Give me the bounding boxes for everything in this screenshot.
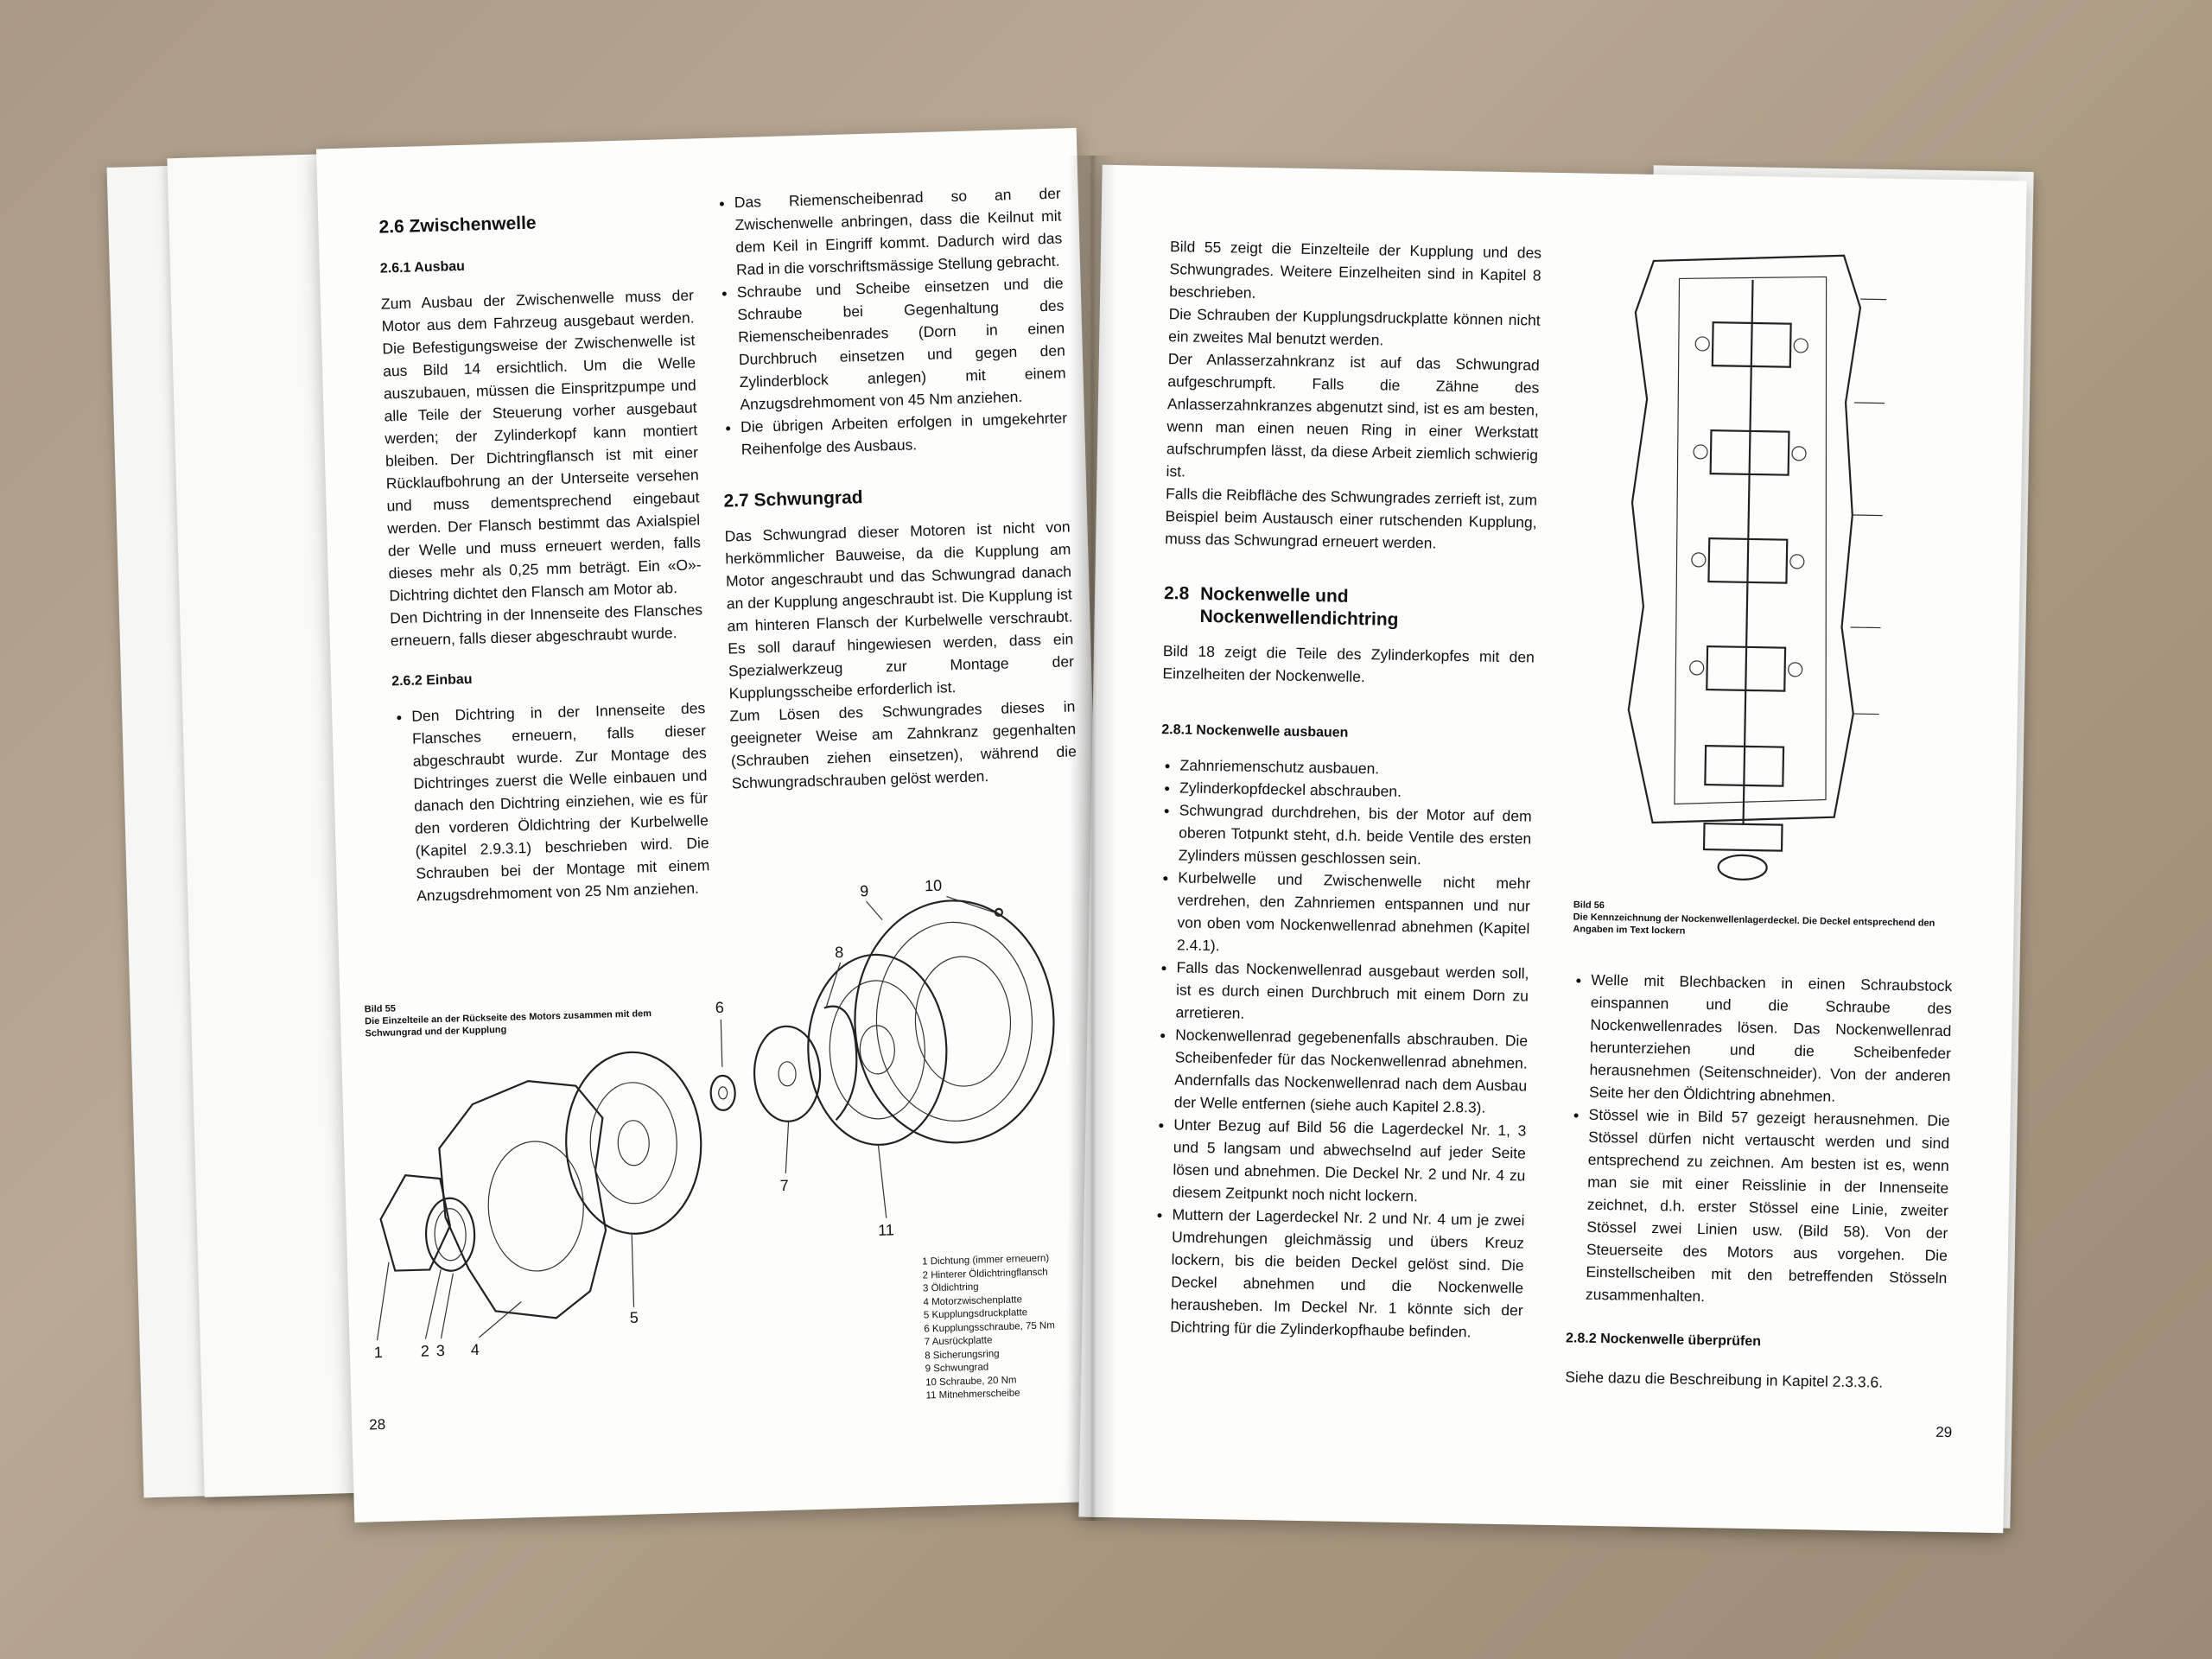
book-spine-shadow bbox=[1068, 156, 1116, 1521]
page-number: 29 bbox=[1936, 1423, 1953, 1441]
heading-2-8-1: 2.8.1 Nockenwelle ausbauen bbox=[1161, 722, 1349, 741]
page-number: 28 bbox=[368, 1415, 386, 1433]
paragraph: Die Schrauben der Kupplungsdruckplatte k… bbox=[1168, 305, 1541, 349]
list-item: Falls das Nockenwellenrad ausgebaut werd… bbox=[1175, 956, 1529, 1029]
callout-7: 7 bbox=[779, 1177, 789, 1194]
bullet-list: Zahnriemenschutz ausbauen. Zylinderkopfd… bbox=[1151, 753, 1533, 1344]
list-item: Welle mit Blechbacken in einen Schraubst… bbox=[1589, 969, 1953, 1109]
left-page: 2.6 Zwischenwelle 2.6.1 Ausbau Zum Ausba… bbox=[315, 128, 1116, 1522]
paragraph: Bild 18 zeigt die Teile des Zylinderkopf… bbox=[1162, 642, 1535, 686]
clutch-exploded-drawing: 1 2 3 4 5 6 7 8 9 10 11 bbox=[374, 877, 1055, 1361]
list-item: Schwungrad durchdrehen, bis der Motor au… bbox=[1179, 798, 1532, 872]
flywheel-drawing bbox=[854, 899, 1055, 1144]
heading-2-8-2: 2.8.2 Nockenwelle überprüfen bbox=[1565, 1331, 1762, 1350]
heading-line-1: Nockenwelle und bbox=[1199, 583, 1349, 607]
list-item: Die übrigen Arbeiten erfolgen in umgekeh… bbox=[741, 406, 1068, 461]
list-item: Kurbelwelle und Zwischenwelle nicht mehr… bbox=[1177, 866, 1531, 962]
callout-3: 3 bbox=[436, 1342, 446, 1359]
paragraph: Zum Ausbau der Zwischenwelle muss der Mo… bbox=[380, 286, 702, 605]
callout-2: 2 bbox=[421, 1342, 430, 1359]
bullet-list: Welle mit Blechbacken in einen Schraubst… bbox=[1567, 968, 1953, 1312]
paragraph: Zum Lösen des Schwungrades dieses in gee… bbox=[729, 697, 1077, 792]
list-item: Muttern der Lagerdeckel Nr. 2 und Nr. 4 … bbox=[1170, 1203, 1525, 1344]
right-page: Bild 55 zeigt die Einzelteile der Kupplu… bbox=[1078, 164, 2027, 1534]
list-item: Den Dichtring in der Innenseite des Flan… bbox=[411, 696, 710, 906]
callout-5: 5 bbox=[630, 1309, 639, 1326]
heading-line-2: Nockenwellendichtring bbox=[1199, 606, 1399, 630]
heading-2-8: 2.8 Nockenwelle und Nockenwellendichtrin… bbox=[1163, 582, 1535, 633]
paragraph: Das Schwungrad dieser Motoren ist nicht … bbox=[724, 518, 1075, 702]
callout-9: 9 bbox=[860, 882, 869, 899]
paragraph: Bild 55 zeigt die Einzelteile der Kupplu… bbox=[1169, 238, 1542, 302]
heading-2-6: 2.6 Zwischenwelle bbox=[378, 213, 537, 238]
motor-plate-drawing bbox=[438, 1080, 607, 1319]
callout-8: 8 bbox=[835, 944, 844, 961]
heading-number: 2.8 bbox=[1163, 583, 1190, 604]
paragraph: Siehe dazu die Beschreibung in Kapitel 2… bbox=[1565, 1368, 1884, 1391]
list-item: Das Riemenscheibenrad so an der Zwischen… bbox=[734, 182, 1064, 282]
right-col-1: Bild 55 zeigt die Einzelteile der Kupplu… bbox=[1151, 235, 1541, 1344]
callout-10: 10 bbox=[925, 877, 943, 895]
bullet-list: Das Riemenscheibenrad so an der Zwischen… bbox=[715, 182, 1069, 461]
clutch-disc-drawing bbox=[807, 953, 948, 1146]
left-col-2: Das Riemenscheibenrad so an der Zwischen… bbox=[715, 182, 1077, 795]
heading-2-6-1: 2.6.1 Ausbau bbox=[379, 258, 466, 276]
callout-1: 1 bbox=[374, 1344, 384, 1361]
paragraph: Der Anlasserzahnkranz ist auf das Schwun… bbox=[1166, 350, 1540, 480]
left-col-1: 2.6 Zwischenwelle 2.6.1 Ausbau Zum Ausba… bbox=[378, 208, 710, 908]
paragraph: Den Dichtring in der Innenseite des Flan… bbox=[389, 601, 703, 650]
heading-2-7: 2.7 Schwungrad bbox=[723, 487, 863, 512]
callout-11: 11 bbox=[878, 1221, 894, 1239]
callout-4: 4 bbox=[471, 1341, 480, 1358]
bullet-list: Den Dichtring in der Innenseite des Flan… bbox=[392, 696, 710, 907]
right-col-2: Welle mit Blechbacken in einen Schraubst… bbox=[1565, 968, 1952, 1395]
paragraph: Falls die Reibfläche des Schwungrades ze… bbox=[1165, 485, 1538, 552]
figure-caption-bild-56: Bild 56 Die Kennzeichnung der Nockenwell… bbox=[1573, 899, 1971, 942]
list-item: Schraube und Scheibe einsetzen und die S… bbox=[736, 272, 1066, 416]
callout-6: 6 bbox=[715, 999, 725, 1016]
list-item: Unter Bezug auf Bild 56 die Lagerdeckel … bbox=[1173, 1113, 1527, 1209]
list-item: Stössel wie in Bild 57 gezeigt herausneh… bbox=[1586, 1103, 1950, 1312]
pressure-plate-drawing bbox=[565, 1051, 702, 1235]
list-item: Nockenwellenrad gegebenenfalls abschraub… bbox=[1174, 1023, 1529, 1119]
heading-2-6-2: 2.6.2 Einbau bbox=[391, 671, 473, 690]
cylinder-head-drawing bbox=[1627, 254, 1887, 880]
